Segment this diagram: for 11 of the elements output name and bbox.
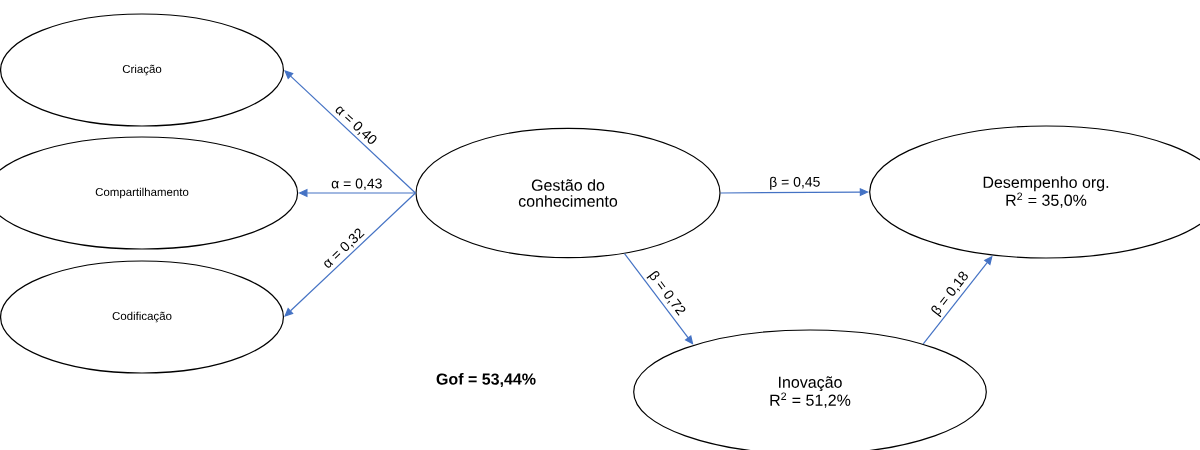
edge-label: α = 0,40 (335, 106, 377, 144)
edge-label: α = 0,43 (331, 178, 382, 191)
arrow (284, 70, 416, 194)
arrow (284, 192, 416, 317)
arrow (623, 253, 694, 345)
ellipse-node: Criação (0, 13, 285, 127)
edge-label: α = 0,32 (324, 228, 365, 268)
ellipse-node: Codificação (0, 260, 285, 374)
ellipse-node: Gestão do conhecimento (415, 127, 721, 259)
note-text: Gof = 53,44% (436, 373, 536, 388)
edge-label: β = 0,45 (770, 176, 820, 190)
